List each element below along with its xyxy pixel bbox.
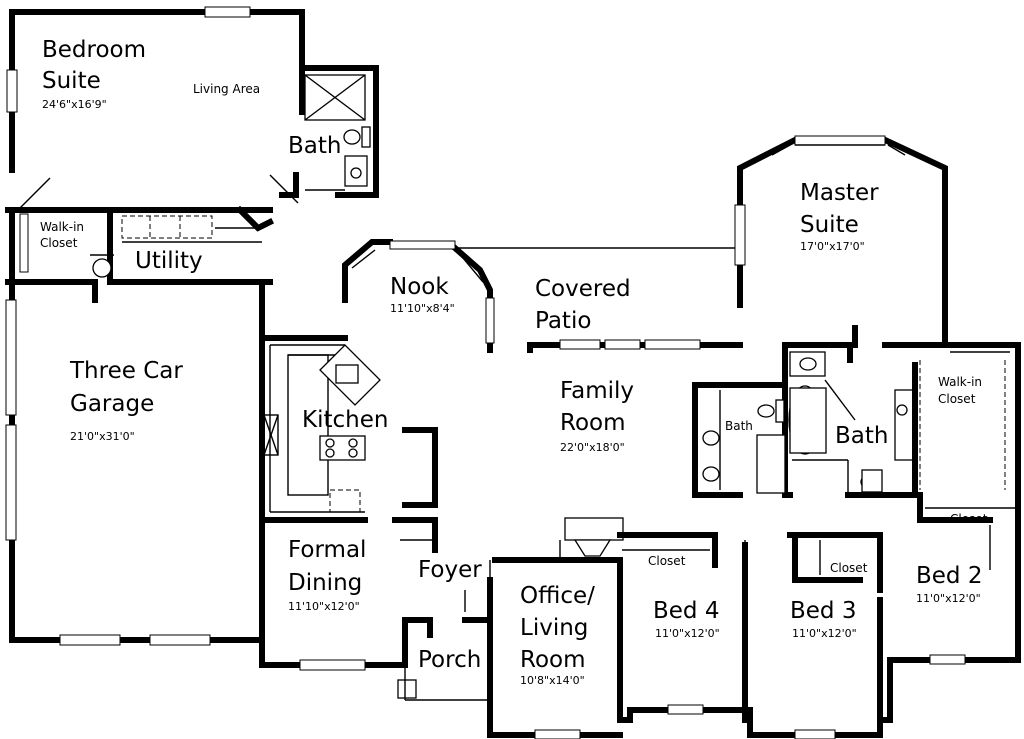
foyer-label: Foyer [418,557,482,583]
garage-label-2: Garage [70,391,154,417]
room-labels: Bedroom Suite 24'6"x16'9" Living Area Ba… [40,37,988,687]
office-label-3: Room [520,647,586,673]
walkin-closet-left-label: Walk-in [40,220,84,234]
garage-label: Three Car [69,358,183,384]
garage-dim: 21'0"x31'0" [70,430,135,443]
office-dim: 10'8"x14'0" [520,674,585,687]
bed3-dim: 11'0"x12'0" [792,627,857,640]
formal-dining-label-2: Dining [288,570,362,596]
nook-dim: 11'10"x8'4" [390,302,455,315]
formal-dining-label: Formal [288,537,366,563]
family-room-label-2: Room [560,410,626,436]
master-suite-label: Master [800,180,879,206]
bed2-label: Bed 2 [916,563,982,589]
bed4-label: Bed 4 [653,598,719,624]
master-bath [692,342,1010,498]
living-area-label: Living Area [193,82,260,96]
nook-label: Nook [390,274,449,300]
utility-label: Utility [135,248,203,274]
formal-dining-dim: 11'10"x12'0" [288,600,360,613]
porch-label: Porch [418,647,481,673]
walkin-closet-left-label-2: Closet [40,236,78,250]
family-room-label: Family [560,378,634,404]
bed4-dim: 11'0"x12'0" [655,627,720,640]
master-suite-walls [527,135,1021,663]
bed2-dim: 11'0"x12'0" [916,592,981,605]
master-suite-label-2: Suite [800,212,859,238]
bedroom-suite-label: Bedroom [42,37,146,63]
walkin-closet-right-label: Walk-in [938,375,982,389]
upper-bath-label: Bath [288,133,341,159]
bedroom-suite-label-2: Suite [42,68,101,94]
covered-patio-label-2: Patio [535,308,591,334]
nook-walls [342,239,738,353]
office-label: Office/ [520,583,595,609]
bedroom-window-north [204,6,251,18]
upper-bath-fixtures [304,74,371,191]
bedroom-suite-dim: 24'6"x16'9" [42,98,107,111]
garage-walls [5,207,265,646]
bed3-label: Bed 3 [790,598,856,624]
bedroom-walls [617,492,1015,739]
kitchen-label: Kitchen [302,407,388,433]
bed3-closet-label: Closet [830,561,868,575]
dining-walls [259,560,493,701]
walkin-closet-right-label-2: Closet [938,392,976,406]
bed2-closet-label: Closet [950,512,988,526]
office-label-2: Living [520,615,588,641]
small-bath-label: Bath [725,419,753,433]
bedroom-window-west [6,69,18,113]
master-suite-dim: 17'0"x17'0" [800,240,865,253]
covered-patio-label: Covered [535,276,631,302]
family-room-dim: 22'0"x18'0" [560,441,625,454]
bed4-closet-label: Closet [648,554,686,568]
office-walls [487,517,624,739]
master-bath-label: Bath [835,423,888,449]
bedroom-suite-walls [6,6,379,209]
kitchen-walls [259,284,438,643]
